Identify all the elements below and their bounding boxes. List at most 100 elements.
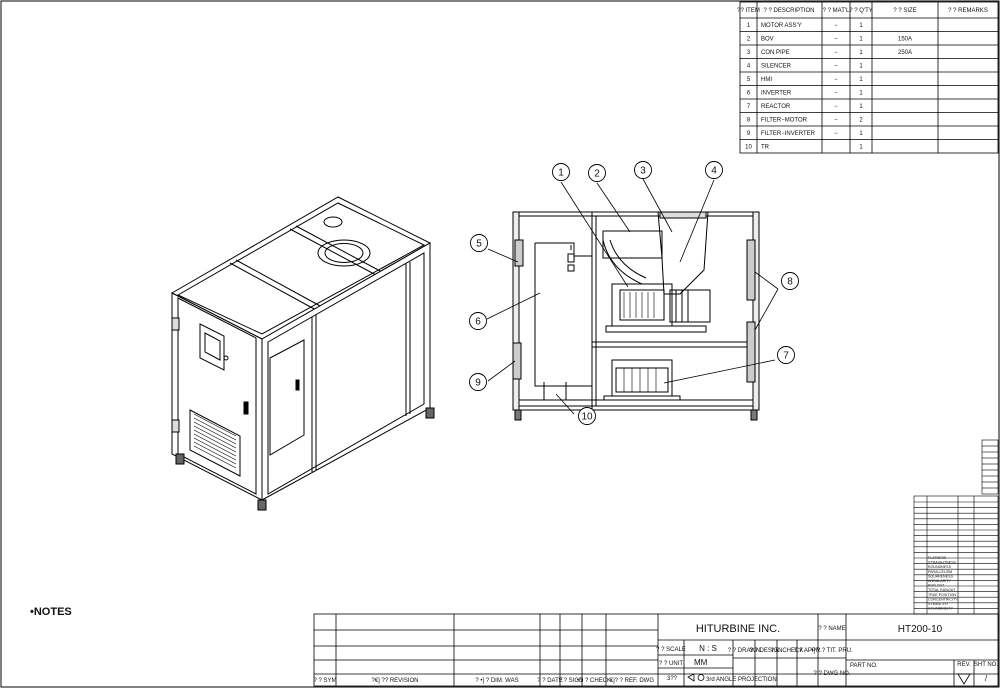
bom-cell-description: REACTOR xyxy=(761,104,791,110)
tolerance-row-label: ANGULARITY xyxy=(928,579,952,583)
footer-sym: ? ? SYM xyxy=(313,678,336,684)
footer-dim-was: ? •] ? DIM. WAS xyxy=(475,678,518,684)
bom-cell-qty: 1 xyxy=(859,64,863,70)
part-no-label: PART NO. xyxy=(850,663,878,669)
balloon-label: 2 xyxy=(594,169,600,180)
front-section-view xyxy=(512,211,760,421)
balloon-label: 3 xyxy=(640,166,646,177)
side-door xyxy=(269,339,305,456)
tolerance-row-label: SYMMETRY xyxy=(928,602,949,606)
vent-grille xyxy=(189,409,241,477)
reactor xyxy=(611,359,673,397)
bom-cell-description: CON PIPE xyxy=(761,50,790,56)
bom-cell-item: 1 xyxy=(747,23,751,29)
balloon-3: 3 xyxy=(634,161,652,179)
bom-header-remarks: ? ? REMARKS xyxy=(948,8,988,14)
balloon-label: 10 xyxy=(581,412,593,423)
bom-cell-description: HMI xyxy=(761,77,772,83)
bom-cell-material: − xyxy=(834,118,838,124)
bom-header-description: ? ? DESCRIPTION xyxy=(763,8,814,14)
rev-triangle xyxy=(957,673,971,685)
top-flange xyxy=(317,239,371,267)
isometric-cabinet-view xyxy=(170,196,435,511)
balloon-10: 10 xyxy=(578,407,596,425)
drawing-name: HT200-10 xyxy=(898,624,943,635)
tolerance-row-label: TOTAL RUNOUT xyxy=(928,588,956,592)
tolerance-row-label: STRAIGHTNESS xyxy=(928,561,957,565)
bom-cell-description: SILENCER xyxy=(761,64,792,70)
design-label: ? ? DESIGN xyxy=(749,648,782,654)
bom-cell-item: 7 xyxy=(747,104,751,110)
bom-cell-material: − xyxy=(834,50,838,56)
tr-unit xyxy=(543,382,567,401)
bom-cell-item: 8 xyxy=(747,118,751,124)
bom-cell-item: 10 xyxy=(745,145,752,151)
bom-cell-item: 4 xyxy=(747,64,751,70)
bom-cell-material: − xyxy=(834,23,838,29)
bom-headers: ?? ITEM ? ? DESCRIPTION ? ? MAT'L ? ? Q'… xyxy=(737,8,988,14)
tolerance-row-label: CONCENTRICITY xyxy=(928,597,958,601)
projection-label: 3rd ANGLE PROJECTION xyxy=(706,677,777,683)
filter-motor-upper xyxy=(746,239,756,301)
bom-cell-description: INVERTER xyxy=(761,91,792,97)
bom-cell-material: − xyxy=(834,37,838,43)
bom-cell-qty: 1 xyxy=(859,23,863,29)
bom-cell-qty: 1 xyxy=(859,145,863,151)
balloon-6: 6 xyxy=(469,312,487,330)
silencer-body xyxy=(657,211,709,295)
unit-value: MM xyxy=(694,658,708,667)
sht-no-label: SHT NO. xyxy=(974,662,999,668)
inverter-outline xyxy=(534,242,593,387)
title-block xyxy=(313,613,999,687)
balloon-1: 1 xyxy=(552,163,570,181)
bom-cell-material: − xyxy=(834,77,838,83)
projection-code: 3?? xyxy=(667,676,678,682)
bom-cell-description: MOTOR ASS'Y xyxy=(761,23,802,29)
bom-table xyxy=(739,1,999,154)
balloon-label: 1 xyxy=(558,168,564,179)
title-block-text: HITURBINE INC. HT200-10 ? ? NAME ? ? SCA… xyxy=(313,623,998,684)
balloon-label: 6 xyxy=(475,317,481,328)
footer-ref-dwg: €j? ? REF. DWG xyxy=(610,678,654,684)
bom-row: 1 MOTOR ASS'Y − 1 xyxy=(747,23,864,29)
bom-cell-description: FILTER−MOTOR xyxy=(761,118,808,124)
sht-value: / xyxy=(985,674,988,683)
check-label: ? €. CHECK xyxy=(771,648,804,654)
bom-cell-item: 6 xyxy=(747,91,751,97)
bom-header-qty: ? ? Q'TY xyxy=(849,8,873,14)
bom-cell-item: 3 xyxy=(747,50,751,56)
balloon-label: 5 xyxy=(476,239,482,250)
appr-label: ? ? APPR. xyxy=(794,648,822,654)
bom-cell-description: BOV xyxy=(761,37,774,43)
tolerance-row-label: FLATNESS xyxy=(928,556,947,560)
tolerance-row-label: ROUNDNESS xyxy=(928,565,952,569)
projection-symbol xyxy=(687,673,695,682)
balloon-5: 5 xyxy=(470,234,488,252)
tolerance-row-label: CYLINDRICITY xyxy=(928,607,954,611)
footer-revision: ?€] ?? REVISION xyxy=(371,678,418,684)
filter-inverter xyxy=(512,342,522,380)
tolerance-row-label: PARALLELISM xyxy=(928,570,952,574)
dwg-no-label: ? ? DWG NO. xyxy=(813,671,850,677)
footer-date: ? ? DATE xyxy=(537,678,563,684)
tolerance-table xyxy=(913,439,999,615)
bom-cell-qty: 1 xyxy=(859,131,863,137)
bom-cell-item: 9 xyxy=(747,131,751,137)
hmi-front xyxy=(514,239,524,267)
balloon-label: 7 xyxy=(783,351,789,362)
bom-cell-size: 250A xyxy=(898,50,912,56)
footer-check: •D ? CHECK xyxy=(577,678,611,684)
notes-label: •NOTES xyxy=(30,606,72,618)
